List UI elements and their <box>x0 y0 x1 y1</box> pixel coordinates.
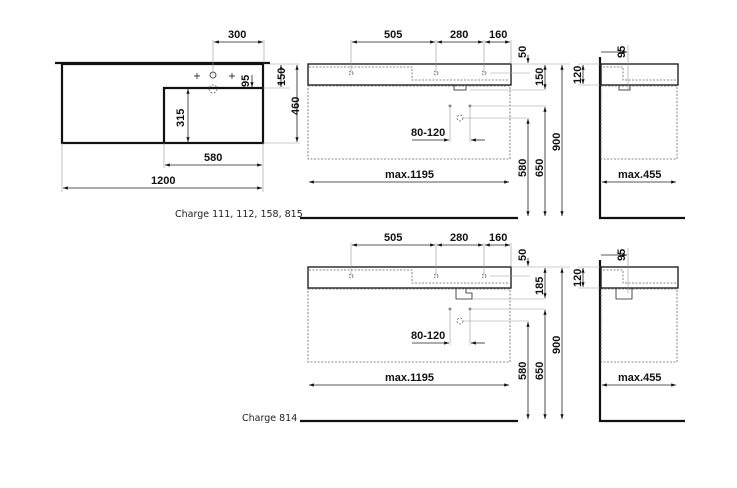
cabinet-outline <box>307 85 511 160</box>
dim-300: 300 <box>228 29 246 41</box>
waste-outlet <box>455 288 473 300</box>
row-2-views: Charge 814 505 280 160 50 185 <box>242 232 685 424</box>
dim-900: 900 <box>551 336 563 354</box>
dim-max-455: max.455 <box>618 169 661 181</box>
dim-1200: 1200 <box>151 175 175 187</box>
dim-max-1195: max.1195 <box>385 372 434 384</box>
dim-505: 505 <box>384 232 402 244</box>
dim-50: 50 <box>517 249 529 261</box>
wall-floor <box>598 57 685 220</box>
dim-95: 95 <box>616 249 628 261</box>
dim-160: 160 <box>489 29 507 41</box>
dim-150: 150 <box>276 68 288 86</box>
side-view: 120 95 max.455 <box>572 45 685 220</box>
dim-900: 900 <box>551 133 563 151</box>
drain-icon <box>456 114 464 122</box>
basin-outline <box>60 62 265 145</box>
dim-650: 650 <box>534 159 546 177</box>
plus-mark: + <box>193 71 201 82</box>
dim-waste-height: 150 <box>534 68 546 86</box>
basin-front <box>307 63 512 86</box>
dim-95: 95 <box>616 46 628 58</box>
dim-280: 280 <box>450 232 468 244</box>
dim-280: 280 <box>450 29 468 41</box>
row-1-views: Charge 111, 112, 158, 815 505 280 160 50 <box>175 29 685 220</box>
caption-row-2: Charge 814 <box>242 413 297 424</box>
dim-120: 120 <box>572 269 584 287</box>
dim-120: 120 <box>572 66 584 84</box>
dim-580: 580 <box>517 362 529 380</box>
caption-row-1: Charge 111, 112, 158, 815 <box>175 209 303 220</box>
dim-580: 580 <box>204 152 222 164</box>
drain-icon <box>456 317 464 325</box>
dim-50: 50 <box>517 46 529 58</box>
dim-max-1195: max.1195 <box>385 169 434 181</box>
waste-icon <box>208 84 218 94</box>
dim-580: 580 <box>517 159 529 177</box>
cabinet-side <box>600 85 678 160</box>
side-view: 120 95 max.455 <box>572 248 685 423</box>
dim-505: 505 <box>384 29 402 41</box>
front-view: 505 280 160 50 150 900 650 580 80-120 ma… <box>300 29 570 220</box>
dim-95: 95 <box>240 75 252 87</box>
bowl-outline <box>162 86 263 143</box>
dim-waste-height: 185 <box>534 277 546 295</box>
top-view: + + 300 150 460 95 315 580 1200 <box>55 29 302 192</box>
dim-80-120: 80-120 <box>411 127 445 139</box>
plus-mark: + <box>228 71 236 82</box>
waste-outlet <box>453 84 467 91</box>
dim-80-120: 80-120 <box>411 330 445 342</box>
dim-160: 160 <box>489 232 507 244</box>
dim-460: 460 <box>290 97 302 115</box>
dim-650: 650 <box>534 362 546 380</box>
dim-315: 315 <box>175 109 187 127</box>
dim-max-455: max.455 <box>618 372 661 384</box>
front-view: 505 280 160 50 185 900 650 580 80-120 ma… <box>300 232 570 423</box>
